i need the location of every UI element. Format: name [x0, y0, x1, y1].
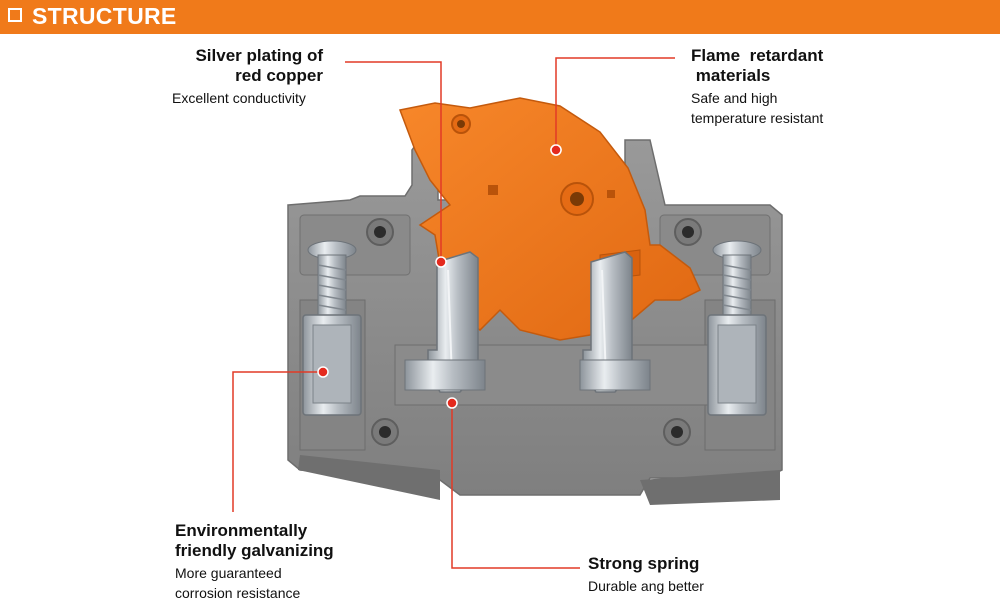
callout-title-line: Environmentally: [175, 521, 308, 540]
callout-title-line: Flame retardant: [691, 46, 824, 65]
callout-desc: Safe and high: [691, 90, 778, 106]
callout-title-line: Silver plating of: [195, 46, 323, 65]
marker-silver-plating: [435, 256, 447, 268]
callout-title-line: materials: [691, 66, 771, 85]
marker-strong-spring: [446, 397, 458, 409]
callout-desc: temperature resistant: [691, 110, 824, 126]
marker-galvanizing: [317, 366, 329, 378]
callout-desc: Excellent conductivity: [172, 90, 306, 106]
leader-line-silver-plating: [345, 61, 442, 262]
spring-contacts: [404, 251, 651, 393]
callout-desc: corrosion resistance: [175, 585, 301, 601]
callout-galvanizing: Environmentally friendly galvanizing Mor…: [175, 521, 435, 603]
leader-lines: [232, 57, 675, 569]
marker-flame-retardant: [550, 144, 562, 156]
callout-silver-plating: Silver plating of red copper: [150, 46, 323, 86]
leader-line-flame-retardant: [555, 57, 675, 150]
callout-title-line: red copper: [235, 66, 323, 85]
header-bar: STRUCTURE: [0, 0, 1000, 34]
leader-line-strong-spring: [451, 403, 580, 569]
leader-markers: [317, 144, 562, 409]
callout-title-line: friendly galvanizing: [175, 541, 334, 560]
callout-silver-plating-desc: Excellent conductivity: [172, 86, 372, 108]
callout-desc: Durable ang better: [588, 578, 704, 594]
leader-line-galvanizing: [232, 371, 323, 512]
callout-title: Strong spring: [588, 554, 700, 573]
callout-desc: More guaranteed: [175, 565, 282, 581]
callout-strong-spring: Strong spring Durable ang better: [588, 554, 838, 596]
square-outline-icon: [8, 8, 22, 22]
callout-flame-retardant: Flame retardant materials Safe and high …: [691, 46, 951, 128]
screw-clamps: [302, 240, 767, 416]
section-title: STRUCTURE: [32, 3, 177, 29]
